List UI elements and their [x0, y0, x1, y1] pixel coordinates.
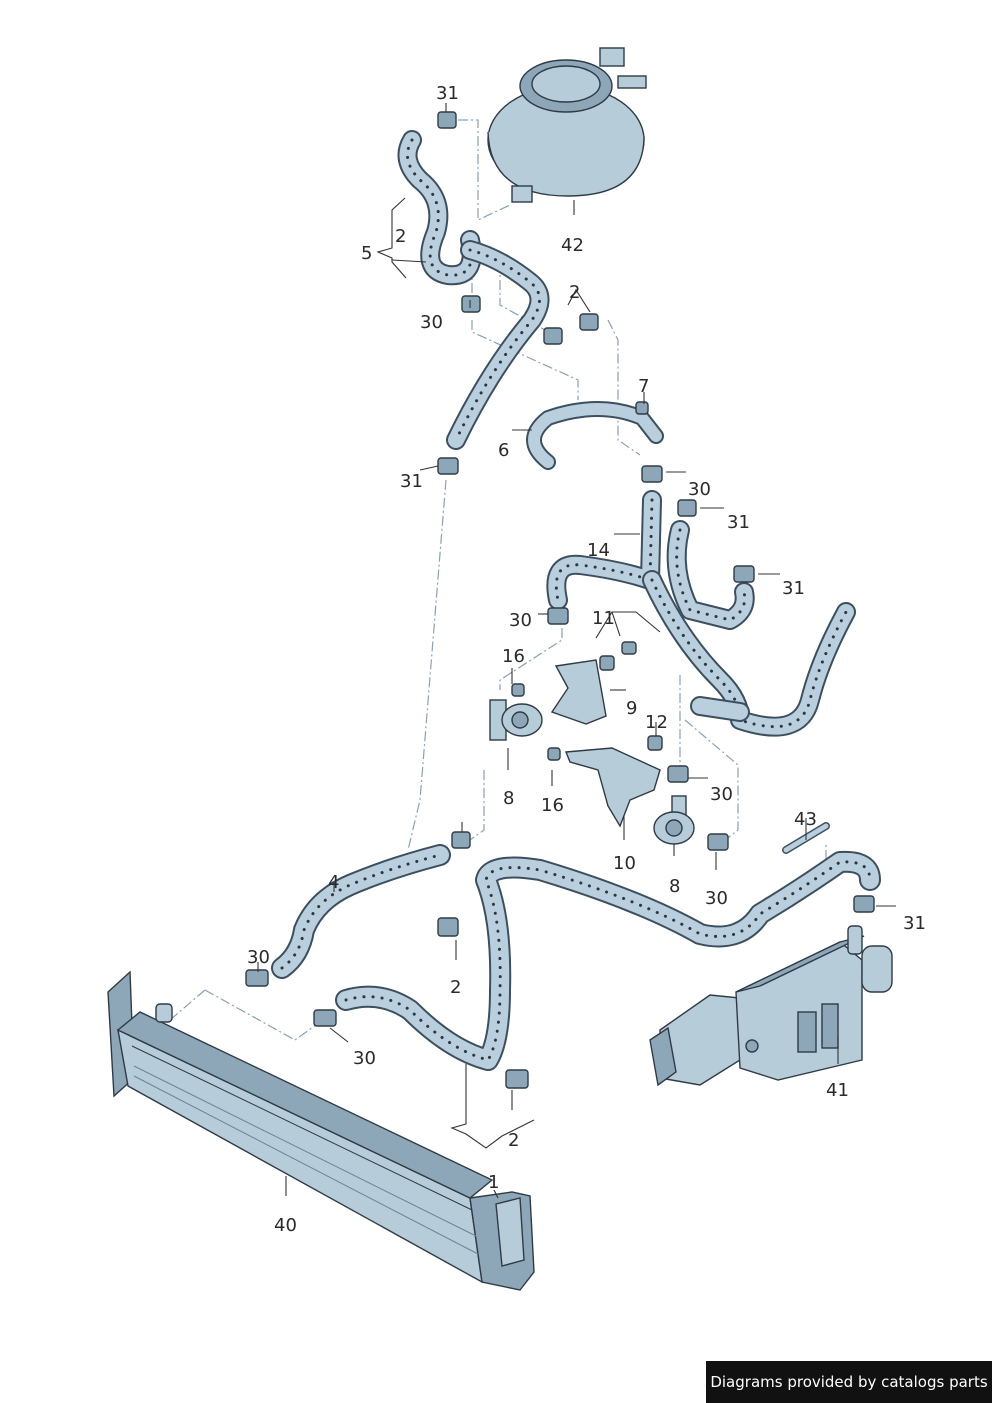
leader-lines [257, 103, 896, 1199]
callout-30-e: 30 [705, 888, 728, 909]
dashed-guides [169, 119, 827, 1041]
callout-42: 42 [561, 235, 584, 256]
pumps-and-brackets [245, 111, 875, 1089]
callout-12: 12 [645, 712, 668, 733]
callout-7: 7 [638, 376, 649, 397]
callout-14: 14 [587, 540, 610, 561]
callout-31-e: 31 [903, 913, 926, 934]
callout-31-b: 31 [400, 471, 423, 492]
callout-30-f: 30 [247, 947, 270, 968]
callout-30-b: 30 [688, 479, 711, 500]
callout-5: 5 [361, 243, 372, 264]
callout-10: 10 [613, 853, 636, 874]
radiator [107, 970, 535, 1291]
callout-8-b: 8 [669, 876, 680, 897]
callout-9: 9 [626, 698, 637, 719]
callout-6: 6 [498, 440, 509, 461]
callout-31-d: 31 [782, 578, 805, 599]
callout-40: 40 [274, 1215, 297, 1236]
callout-31-a: 31 [436, 83, 459, 104]
expansion-tank [487, 47, 647, 203]
callout-2-c: 2 [450, 977, 461, 998]
callout-2-a: 2 [395, 226, 406, 247]
callout-16-b: 16 [541, 795, 564, 816]
callout-8-a: 8 [503, 788, 514, 809]
callout-30-d: 30 [710, 784, 733, 805]
intercooler [649, 925, 893, 1087]
callout-30-g: 30 [353, 1048, 376, 1069]
callout-2-d: 2 [508, 1130, 519, 1151]
callout-11: 11 [592, 608, 615, 629]
callout-41: 41 [826, 1080, 849, 1101]
callout-4: 4 [328, 872, 339, 893]
hoses [271, 130, 881, 1071]
callout-labels: 31 2 5 42 30 2 7 6 31 30 31 14 31 30 11 … [247, 83, 926, 1236]
callout-16-a: 16 [502, 646, 525, 667]
callout-30-a: 30 [420, 312, 443, 333]
callout-2-b: 2 [569, 282, 580, 303]
callout-1: 1 [488, 1172, 499, 1193]
footer-credit: Diagrams provided by catalogs parts [706, 1361, 992, 1403]
callout-30-c: 30 [509, 610, 532, 631]
callout-43: 43 [794, 809, 817, 830]
callout-31-c: 31 [727, 512, 750, 533]
